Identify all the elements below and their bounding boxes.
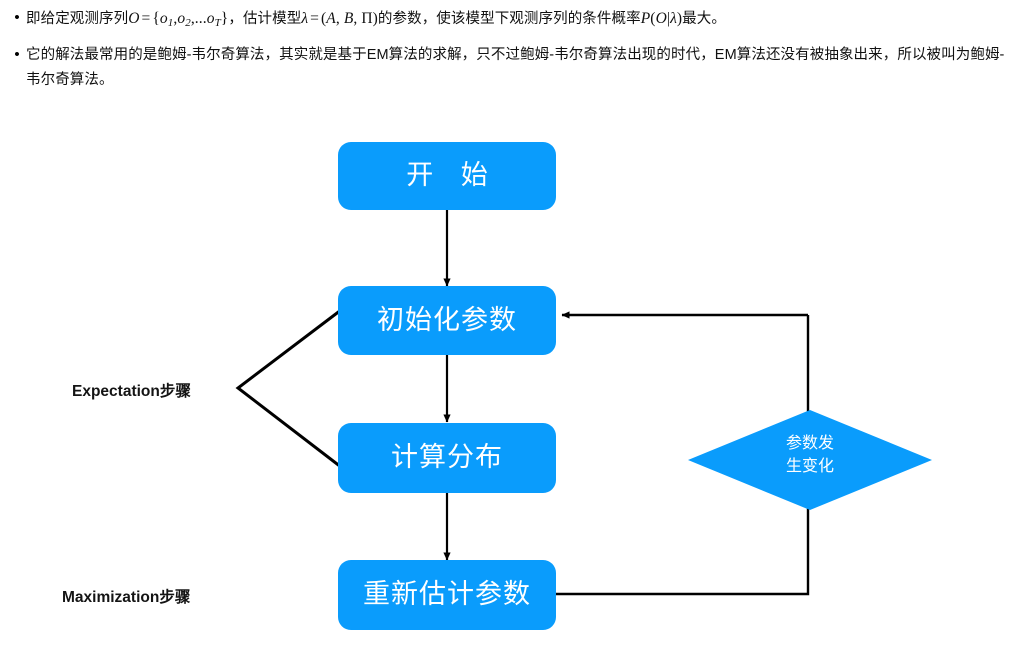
comma-A: , bbox=[335, 10, 344, 27]
node-init[interactable]: 初始化参数 bbox=[338, 286, 556, 355]
var-O-cond: O bbox=[655, 10, 667, 27]
decision-label-line-2: 生变化 bbox=[785, 458, 834, 476]
flowchart-connectors bbox=[235, 210, 810, 596]
label-maximization-step: Maximization步骤 bbox=[62, 589, 191, 606]
flowchart: 参数发 生变化 开 始 初始化参数 计算分布 重新估计参数 Expectatio… bbox=[0, 110, 1021, 659]
sub-1: 1 bbox=[167, 17, 174, 30]
node-init-label: 初始化参数 bbox=[377, 304, 517, 335]
prob-paren-open: ( bbox=[650, 10, 656, 27]
prob-paren-close: ) bbox=[676, 10, 683, 27]
var-lambda-cond: λ bbox=[670, 10, 677, 27]
brace-open: { bbox=[152, 10, 160, 27]
sub-T: T bbox=[214, 17, 221, 30]
connector-feedback-loop bbox=[556, 315, 810, 596]
decision-label-line-1: 参数发 bbox=[785, 435, 834, 452]
node-compute[interactable]: 计算分布 bbox=[338, 423, 556, 493]
equals-1: = bbox=[141, 10, 151, 27]
var-o1: o bbox=[159, 10, 168, 27]
paren-open: ( bbox=[321, 10, 327, 27]
decision-params-changed[interactable] bbox=[688, 410, 932, 510]
var-O: O bbox=[128, 10, 140, 27]
bullet-1-seg-2: ，估计模型 bbox=[228, 11, 302, 27]
sub-2: 2 bbox=[185, 17, 191, 30]
comma-1: , bbox=[173, 10, 178, 27]
node-reestimate[interactable]: 重新估计参数 bbox=[338, 560, 556, 630]
label-expectation-step: Expectation步骤 bbox=[72, 383, 191, 400]
decision-label: 参数发 生变化 bbox=[688, 432, 932, 478]
given-bar: | bbox=[666, 10, 671, 27]
bullet-1-text: 即给定观测序列O={o1,o2,...oT}，估计模型λ=(A, B, Π)的参… bbox=[26, 6, 1013, 36]
bullet-2-text: 它的解法最常用的是鲍姆-韦尔奇算法，其实就是基于EM算法的求解，只不过鲍姆-韦尔… bbox=[26, 47, 1005, 89]
equals-2: = bbox=[310, 10, 320, 27]
paren-close: ) bbox=[372, 10, 378, 27]
bullet-1-seg-4: 最大。 bbox=[682, 11, 726, 27]
list-item: • 它的解法最常用的是鲍姆-韦尔奇算法，其实就是基于EM算法的求解，只不过鲍姆-… bbox=[8, 43, 1013, 93]
list-item: • 即给定观测序列O={o1,o2,...oT}，估计模型λ=(A, B, Π)… bbox=[8, 6, 1013, 36]
var-P: P bbox=[640, 10, 651, 27]
var-o2: o bbox=[177, 10, 186, 27]
node-compute-label: 计算分布 bbox=[391, 442, 503, 473]
bullet-1-seg-1: 即给定观测序列 bbox=[26, 11, 129, 27]
brace-close: } bbox=[220, 10, 229, 27]
comma-B: , bbox=[353, 10, 362, 27]
bullet-marker: • bbox=[14, 46, 20, 64]
node-reestimate-label: 重新估计参数 bbox=[363, 579, 531, 610]
node-start-label: 开 始 bbox=[406, 160, 498, 191]
bullet-1-seg-3: 的参数，使该模型下观测序列的条件概率 bbox=[377, 11, 641, 27]
notes-block: • 即给定观测序列O={o1,o2,...oT}，估计模型λ=(A, B, Π)… bbox=[0, 0, 1021, 100]
node-start[interactable]: 开 始 bbox=[338, 142, 556, 210]
var-A: A bbox=[326, 10, 336, 27]
var-lambda: λ bbox=[301, 10, 309, 27]
connector-expectation-fork bbox=[235, 308, 342, 469]
var-Pi: Π bbox=[361, 10, 373, 27]
comma-ellipsis: ,... bbox=[190, 10, 207, 27]
bullet-marker: • bbox=[14, 9, 20, 26]
var-oT: o bbox=[206, 10, 215, 27]
var-B: B bbox=[343, 10, 354, 27]
